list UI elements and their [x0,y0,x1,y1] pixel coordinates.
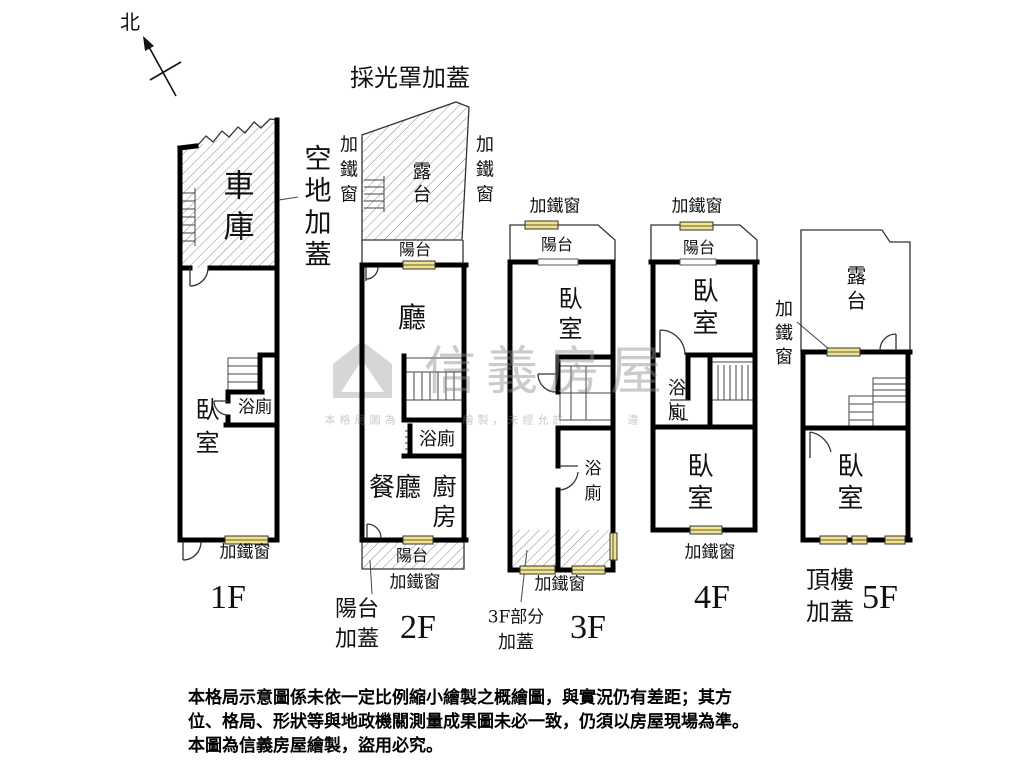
iron-window-label: 加鐵窗 [684,542,736,563]
floor-label-3f: 3F [570,609,606,646]
room-label-terrace: 露台 [843,265,867,315]
iron-window-label: 加鐵窗 [772,299,793,371]
door-swing [659,329,689,421]
door-swing [537,373,579,491]
partial-addition-hatch [512,530,612,568]
floor-3f [507,220,618,575]
watermark-brand: 信義房屋 [423,342,673,402]
room-label-kitchen: 廚房 [428,474,456,534]
watermark-fragment: 本格局圖為 [324,413,400,427]
balcony-addition-label: 加蓋 [334,627,380,652]
room-label-balcony: 陽台 [398,240,432,259]
iron-window-right-label: 加鐵窗 [473,134,494,210]
skylight-addition-label: 採光罩加蓋 [350,64,470,92]
iron-window [679,221,723,535]
disclaimer: 本格局示意圖係未依一定比例縮小繪製之概繪圖，與實況仍有差距；其方 位、格局、形狀… [188,686,749,758]
staircase [227,357,261,392]
balcony-outline [650,224,758,262]
terrace-hatch [361,101,470,241]
north-label: 北 [120,10,140,34]
room-label-bedroom: 臥室 [554,286,582,346]
room-label-bathroom: 浴廁 [238,397,272,418]
folding-door [196,118,278,147]
disclaimer-line: 本圖為信義房屋繪製，盜用必究。 [188,736,443,756]
door-swing [809,333,897,458]
room-label-bedroom: 臥室 [683,452,713,516]
room-label-bathroom: 浴廁 [665,378,686,428]
room-label-bedroom: 臥室 [833,452,863,516]
room-label-living: 廳 [397,301,427,334]
room-label-bedroom: 臥室 [191,397,219,463]
disclaimer-line: 位、格局、形狀等與地政機關測量成果圖未必一致，仍須以房屋現場為準。 [188,712,749,732]
watermark-fragment: 違 [627,413,639,427]
staircase [364,176,385,212]
partial-addition-label: 3F部分 [487,607,545,628]
iron-window [402,260,436,545]
terrace-outline [800,229,911,352]
partial-addition-label: 加蓋 [498,632,534,653]
floor-label-2f: 2F [400,609,436,646]
sliding-door [679,258,717,266]
room-label-bathroom: 浴廁 [419,429,455,450]
iron-window [519,220,618,575]
iron-window-label: 加鐵窗 [219,542,271,563]
room-label-balcony: 陽台 [395,546,429,565]
floor-2f [359,101,470,570]
staircase [848,377,909,429]
door-swing [365,266,382,539]
floor-1f [177,117,280,561]
floor-label-4f: 4F [694,579,730,616]
garage-hatch [180,120,277,268]
door-swing [182,267,229,561]
room-label-terrace: 露台 [409,161,432,207]
iron-window [819,347,906,545]
balcony-addition-label: 陽台 [334,597,380,622]
iron-window-label: 加鐵窗 [389,572,441,593]
room-label-bedroom: 臥室 [688,277,718,341]
balcony-outline [361,240,464,265]
room-label-garage: 車庫 [217,169,254,251]
floor-label-5f: 5F [862,579,898,616]
staircase [711,361,756,426]
iron-window-left-label: 加鐵窗 [337,134,358,210]
staircase [181,188,196,246]
room-label-dining: 餐廳 [368,473,422,503]
sliding-door [537,258,579,266]
rooftop-addition-label: 頂樓 [806,566,854,594]
floor-4f [648,221,760,535]
iron-window-label: 加鐵窗 [529,196,581,217]
north-arrow-icon [143,36,182,97]
balcony-outline [509,224,616,262]
iron-window [224,535,269,545]
floor-5f [800,229,913,545]
rooftop-addition-label: 加蓋 [806,598,854,626]
room-label-balcony: 陽台 [682,238,716,257]
yard-addition-label: 空地加蓋 [299,144,331,272]
watermark-fragment: 繪製，未經允許 [462,413,568,427]
room-label-bathroom: 浴廁 [580,459,601,509]
room-label-balcony: 陽台 [540,235,574,254]
disclaimer-line: 本格局示意圖係未依一定比例縮小繪製之概繪圖，與實況仍有差距；其方 [188,688,732,708]
iron-window-label: 加鐵窗 [534,574,586,595]
floor-label-1f: 1F [210,579,246,616]
iron-window-label: 加鐵窗 [671,196,723,217]
